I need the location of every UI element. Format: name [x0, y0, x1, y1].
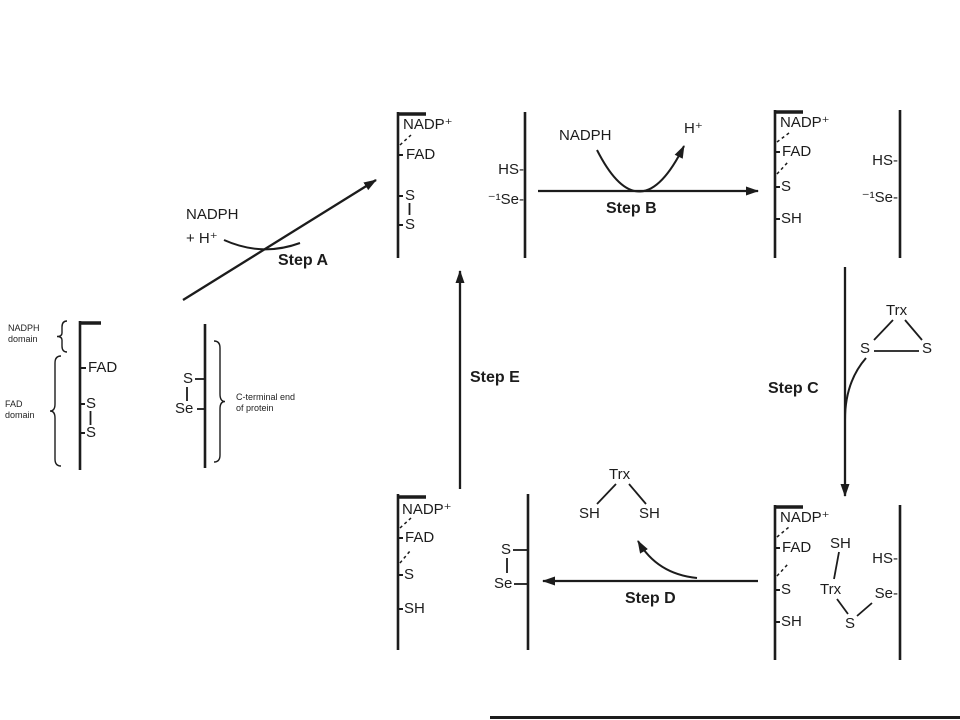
nadp-dashed-bond — [399, 517, 412, 529]
fad-domain-label: FAD domain — [5, 399, 35, 420]
trx-sh-label: SH — [830, 535, 851, 552]
nadph-domain-brace — [56, 320, 68, 353]
step-c-label: Step C — [768, 380, 819, 397]
s-label: S — [404, 566, 415, 583]
cterm-annotation: C-terminal end of protein — [236, 392, 296, 413]
nadph-to-h-swoosh — [596, 145, 685, 193]
fad-label: FAD — [782, 539, 812, 556]
step-b-arrow — [538, 145, 759, 196]
s-label: S — [405, 216, 416, 233]
step-a-reagent-proton: + H⁺ — [186, 230, 218, 247]
fad-label: FAD — [405, 529, 435, 546]
trx-s-label: S — [922, 340, 933, 357]
s-se-bond — [856, 602, 873, 617]
step-b-proton: H⁺ — [684, 120, 703, 137]
fad-thiolate-dashed-bond — [776, 161, 789, 175]
hs-label: HS- — [872, 152, 898, 169]
step-c-arrow — [840, 267, 923, 497]
step-d-arrow — [542, 483, 758, 586]
state-after-a-lines — [396, 112, 527, 258]
fad-thiolate-dashed-bond — [776, 563, 789, 577]
s-label: S — [781, 581, 792, 598]
nadp-dashed-bond — [776, 526, 790, 538]
nadp-label: NADP⁺ — [780, 509, 830, 526]
s-label: S — [86, 395, 97, 412]
released-trx-label: Trx — [609, 466, 631, 483]
step-e-label: Step E — [470, 369, 520, 386]
trx-s-bridge-label: S — [845, 615, 856, 632]
cterm-se-label: Se — [494, 575, 513, 592]
trx-label: Trx — [886, 302, 908, 319]
nadp-label: NADP⁺ — [403, 116, 453, 133]
start-enzyme-lines — [49, 320, 226, 470]
selenolate-label: ⁻¹Se- — [487, 191, 524, 208]
s-label: S — [86, 424, 97, 441]
cterm-se-label: Se — [175, 400, 194, 417]
released-sh-label: SH — [579, 505, 600, 522]
released-sh-label: SH — [639, 505, 660, 522]
step-a-label: Step A — [278, 252, 329, 269]
trx-label: Trx — [820, 581, 842, 598]
s-label: S — [405, 187, 416, 204]
step-a-arrow — [182, 179, 377, 301]
trx-s-label: S — [860, 340, 871, 357]
step-b-reagent: NADPH — [559, 127, 612, 144]
hs-label: HS- — [498, 161, 524, 178]
sh-trx-bond — [833, 551, 840, 580]
cterm-brace — [213, 340, 226, 463]
selenolate-label: ⁻¹Se- — [861, 189, 898, 206]
cterm-s-label: S — [501, 541, 512, 558]
s-label: S — [781, 178, 792, 195]
nadp-dashed-bond — [399, 134, 412, 146]
step-d-label: Step D — [625, 590, 676, 607]
state-after-c-lines — [773, 505, 902, 660]
fad-label: FAD — [88, 359, 118, 376]
state-after-b-lines — [773, 110, 902, 258]
hs-label: HS- — [872, 550, 898, 567]
sh-label: SH — [781, 210, 802, 227]
nadp-label: NADP⁺ — [402, 501, 452, 518]
sh-label: SH — [781, 613, 802, 630]
step-a-reagent: NADPH — [186, 206, 239, 223]
se-label: Se- — [874, 585, 898, 602]
nadp-dashed-bond — [776, 132, 790, 143]
nadph-domain-label: NADPH domain — [8, 323, 40, 344]
trx-s-bond — [836, 598, 849, 615]
fad-label: FAD — [782, 143, 812, 160]
sh-label: SH — [404, 600, 425, 617]
trx-merge-swoosh — [844, 357, 867, 421]
fad-domain-brace — [49, 355, 62, 467]
fad-label: FAD — [406, 146, 436, 163]
nadph-swoosh — [223, 239, 301, 251]
step-b-label: Step B — [606, 200, 657, 217]
fad-thiolate-dashed-bond — [399, 550, 411, 564]
nadp-label: NADP⁺ — [780, 114, 830, 131]
cterm-s-label: S — [183, 370, 194, 387]
state-after-d-lines — [396, 494, 530, 650]
trx-release-swoosh — [637, 540, 698, 579]
